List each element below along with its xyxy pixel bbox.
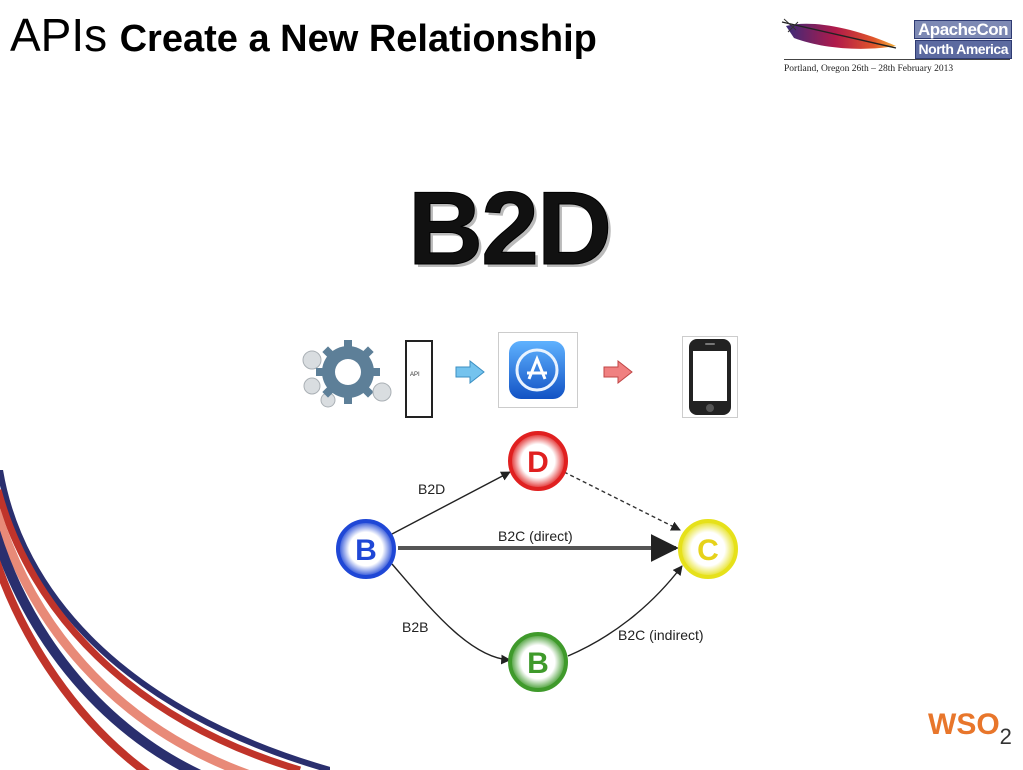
edge-label-b2c-direct: B2C (direct)	[498, 528, 573, 544]
app-store-icon	[498, 332, 578, 408]
apachecon-wordmark: ApacheCon North America	[914, 20, 1012, 59]
node-c-label: C	[697, 534, 719, 567]
edge-b2d	[391, 471, 511, 535]
headline-b2d: B2D	[407, 171, 612, 288]
edge-d-to-c	[563, 471, 681, 531]
logo-line2: North America	[914, 40, 1012, 59]
node-d-label: D	[527, 446, 549, 479]
edge-b2b	[391, 563, 511, 665]
node-c: C	[678, 519, 738, 579]
edge-label-b2b: B2B	[402, 619, 428, 635]
blue-arrow-icon	[455, 360, 485, 384]
wso2-logo: WSO2	[928, 708, 1012, 750]
edge-label-b2c-indirect: B2C (indirect)	[618, 627, 704, 643]
feather-icon	[781, 18, 897, 49]
phone-icon	[682, 336, 738, 418]
node-d: D	[508, 431, 568, 491]
red-arrow-icon	[603, 360, 633, 384]
logo-divider	[784, 59, 1010, 60]
relationship-graph: B2D B2C (direct) B2B B2C (indirect) D B …	[336, 431, 738, 692]
logo-subtitle: Portland, Oregon 26th – 28th February 20…	[784, 64, 954, 74]
title-main: Create a New Relationship	[119, 18, 597, 60]
gears-icon	[302, 340, 392, 408]
api-panel-icon: API	[405, 340, 433, 418]
edge-b2c-indirect	[567, 565, 683, 657]
node-b-bottom: B	[508, 632, 568, 692]
api-flow-strip: API	[298, 332, 748, 422]
logo-line1: ApacheCon	[914, 20, 1012, 39]
wso2-text: WSO	[928, 708, 1000, 741]
apachecon-logo: ApacheCon North America Portland, Oregon…	[780, 16, 1012, 80]
node-b-left: B	[336, 519, 396, 579]
node-b-bottom-label: B	[527, 647, 549, 680]
edge-label-b2d: B2D	[418, 481, 445, 497]
node-b-left-label: B	[355, 534, 377, 567]
title-prefix: APIs	[10, 9, 108, 61]
decorative-swoosh	[0, 470, 330, 770]
api-panel-label: API	[410, 372, 420, 378]
wso2-subscript: 2	[999, 724, 1012, 749]
slide-title: APIs Create a New Relationship	[10, 8, 597, 62]
